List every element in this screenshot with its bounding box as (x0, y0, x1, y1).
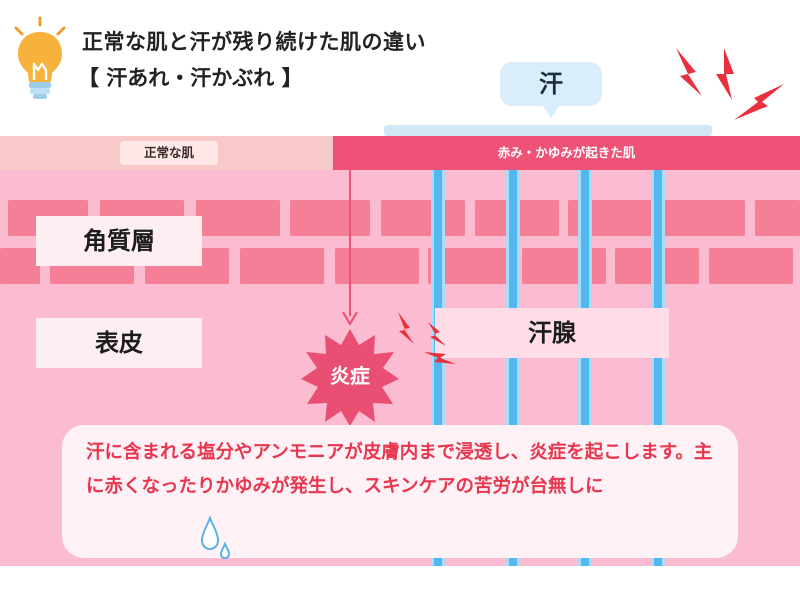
lightning-sparks-icon (676, 48, 784, 120)
corneum-cell (196, 200, 280, 236)
corneum-cell (290, 200, 370, 236)
explanation-text: 汗に含まれる塩分やアンモニアが皮膚内まで浸透し、炎症を起こします。主に赤くなった… (86, 442, 713, 497)
sweat-film (384, 125, 712, 136)
water-drops-icon (200, 515, 231, 560)
lightning-sparks-icon (398, 312, 456, 364)
irritated-skin-label: 赤み・かゆみが起きた肌 (497, 145, 636, 160)
inflammation-label: 炎症 (330, 364, 370, 388)
sweat-gland-label: 汗腺 (435, 308, 669, 358)
irritated-skin-band (333, 136, 800, 170)
corneum-cell (709, 248, 793, 284)
corneum-cell (381, 200, 465, 236)
title-sub: 【 汗あれ・汗かぶれ 】 (78, 66, 303, 90)
corneum-cell (522, 248, 606, 284)
stratum-corneum-label: 角質層 (36, 216, 202, 266)
corneum-cell (0, 248, 40, 284)
penetration-arrow (342, 170, 358, 326)
corneum-cell (662, 200, 745, 236)
title-block: 正常な肌と汗が残り続けた肌の違い 【 汗あれ・汗かぶれ 】 (0, 0, 800, 135)
title-main: 正常な肌と汗が残り続けた肌の違い (82, 30, 426, 54)
sweat-label: 汗 (539, 70, 563, 98)
explanation-box (62, 425, 738, 558)
normal-skin-label: 正常な肌 (120, 141, 218, 165)
lightbulb-icon (14, 16, 66, 99)
epidermis-label: 表皮 (36, 318, 202, 368)
inflammation-burst (301, 329, 399, 426)
sweat-bubble: 汗 (500, 62, 602, 118)
corneum-cell (755, 200, 800, 236)
corneum-cell (240, 248, 324, 284)
